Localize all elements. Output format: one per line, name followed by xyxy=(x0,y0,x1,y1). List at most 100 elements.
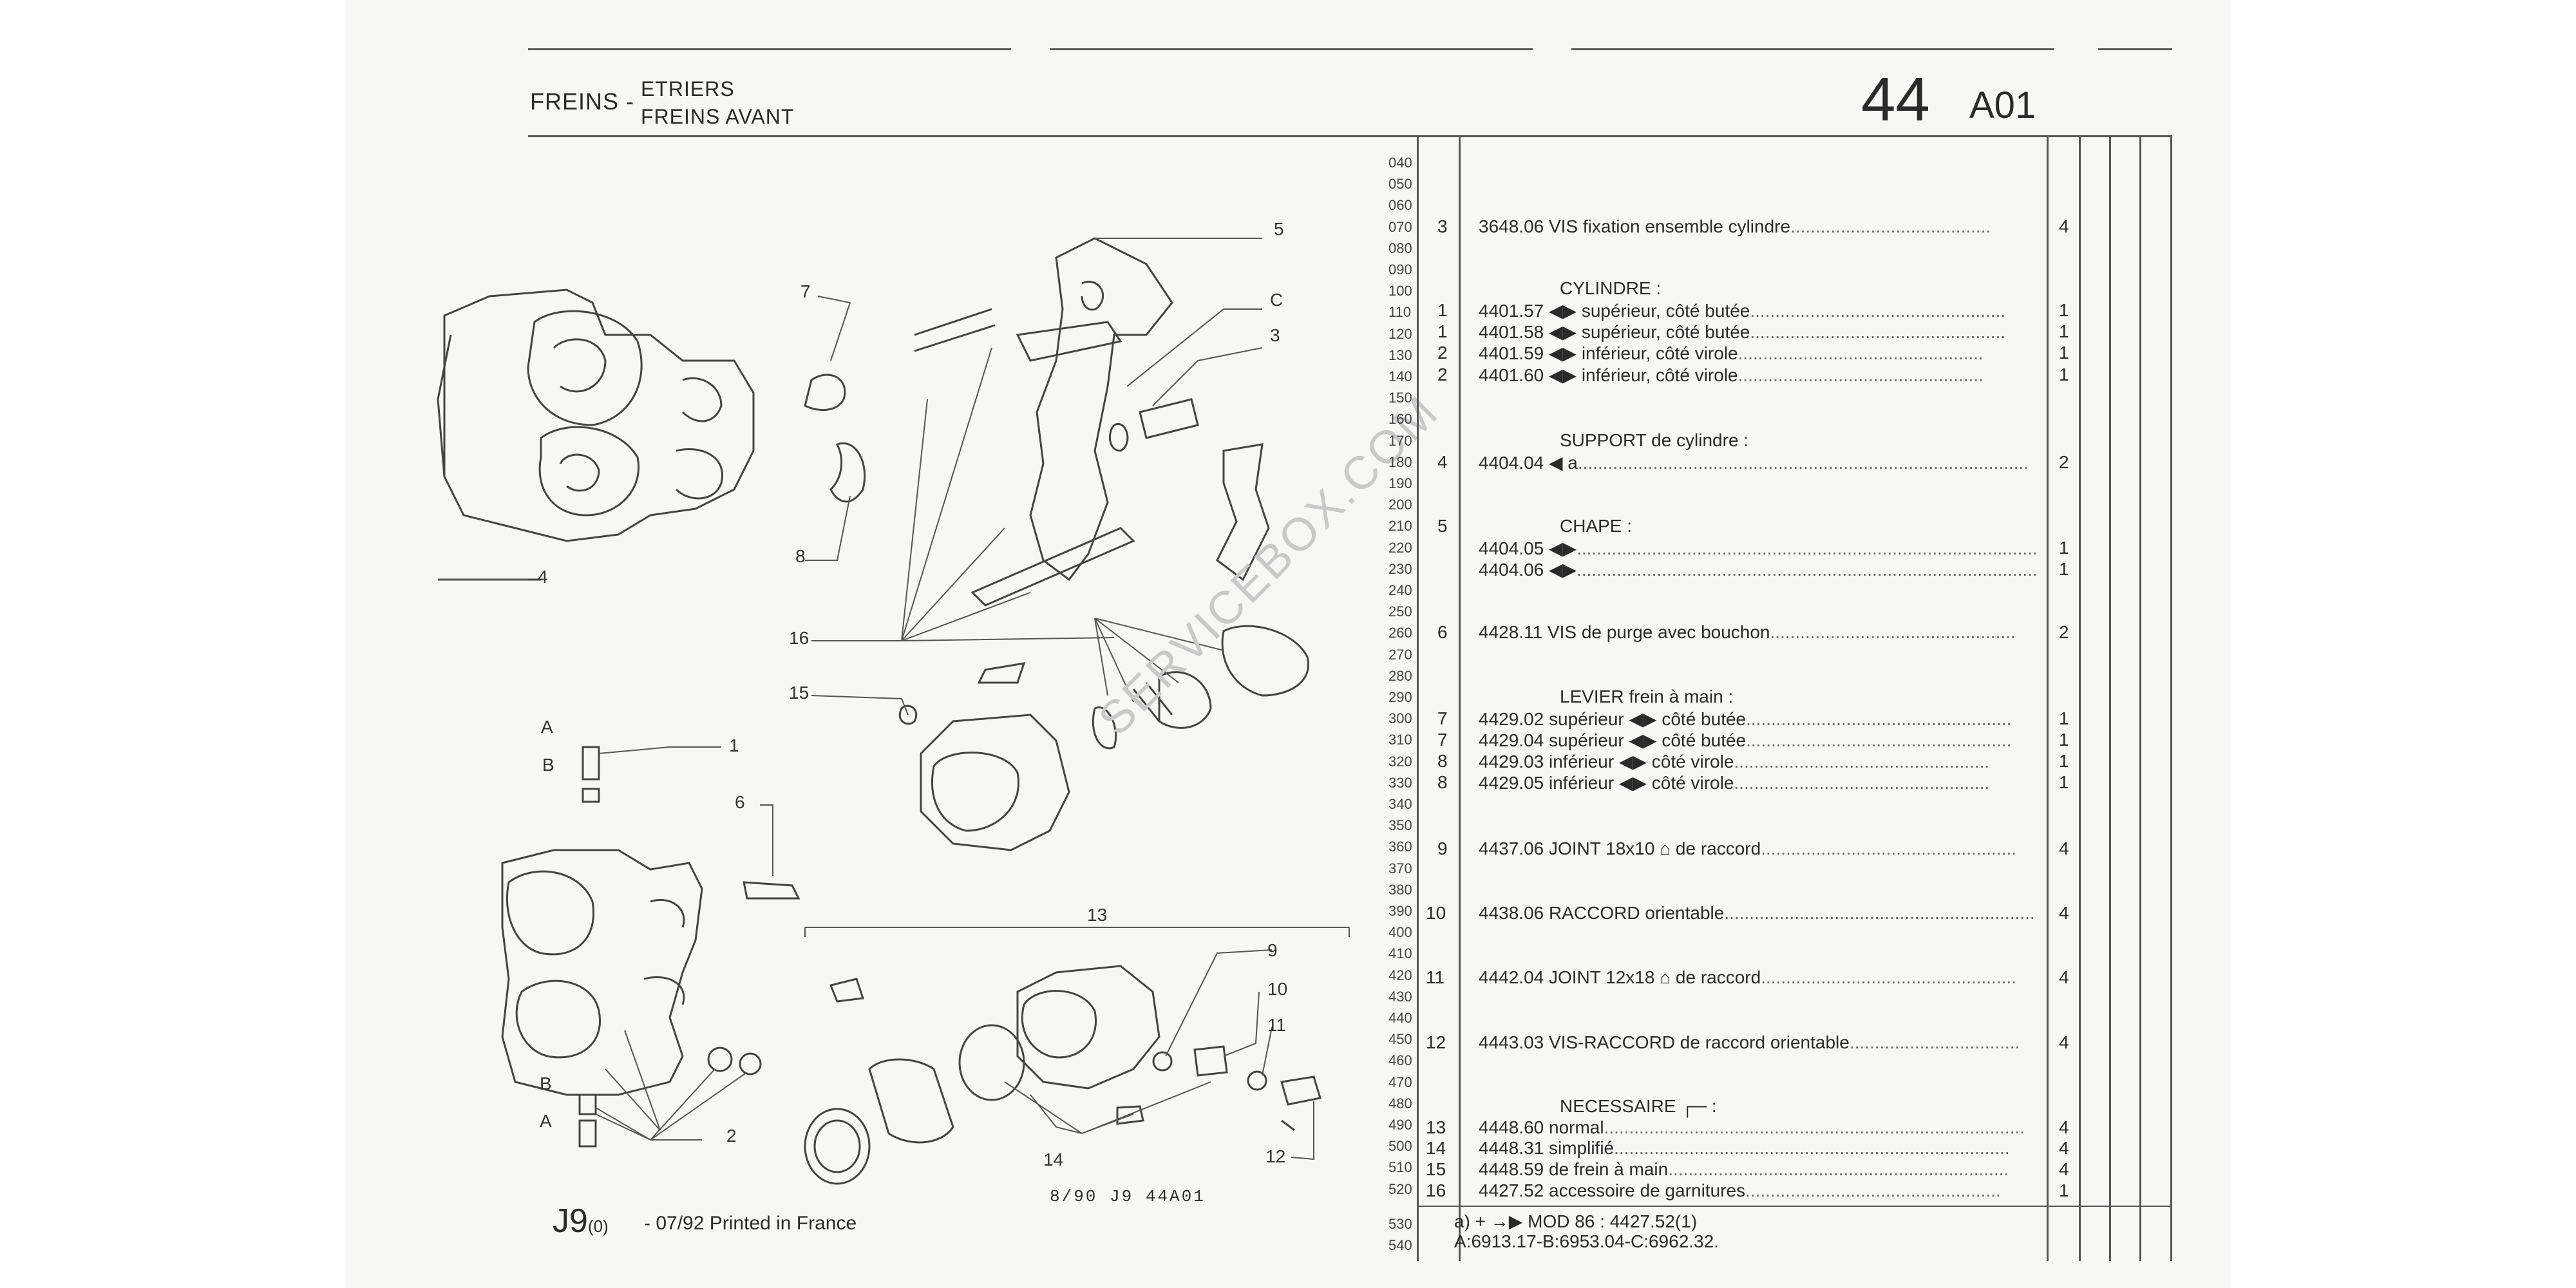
leader-dots: ........................................… xyxy=(1745,1180,2001,1200)
part-3-screw xyxy=(1139,398,1199,439)
header-rule-1 xyxy=(528,48,1011,50)
part-group-heading: CYLINDRE : xyxy=(1560,278,1662,298)
subsection-title-1: ETRIERS xyxy=(641,77,735,100)
line-number: 100 xyxy=(1388,283,1412,299)
part-quantity: 4 xyxy=(2059,1117,2069,1137)
line-number: 080 xyxy=(1388,240,1412,256)
callout-3: 3 xyxy=(1270,325,1280,345)
leader-dots: ........................................… xyxy=(1668,1159,2009,1179)
line-number: 470 xyxy=(1388,1074,1412,1090)
leader-dots: ........................................… xyxy=(1604,1117,2025,1137)
line-number: 060 xyxy=(1388,197,1412,214)
line-number: 240 xyxy=(1388,582,1412,598)
catalog-page xyxy=(345,0,2231,1288)
part-quantity: 1 xyxy=(2059,1180,2069,1200)
line-number: 300 xyxy=(1388,710,1412,727)
part-group-heading: LEVIER frein à main : xyxy=(1560,687,1734,706)
callout-B-lower: B xyxy=(540,1074,552,1094)
part-quantity: 1 xyxy=(2059,730,2069,750)
part-position: 10 xyxy=(1426,903,1446,923)
part-position: 13 xyxy=(1426,1117,1446,1137)
line-number: 450 xyxy=(1388,1031,1412,1048)
callout-13: 13 xyxy=(1087,905,1108,925)
part-position: 3 xyxy=(1437,216,1448,236)
header-underline xyxy=(528,135,2172,137)
leader-dots: ........................................… xyxy=(1761,967,2016,987)
note-line-1: a) + →▶ MOD 86 : 4427.52(1) xyxy=(1454,1211,1698,1231)
table-divider-6 xyxy=(2139,137,2141,1261)
line-number: 040 xyxy=(1388,155,1412,171)
line-number: 430 xyxy=(1388,988,1412,1005)
part-position: 12 xyxy=(1426,1032,1446,1052)
part-quantity: 4 xyxy=(2059,903,2069,923)
leader-dots: ........................................… xyxy=(1724,903,2035,923)
part-position: 2 xyxy=(1437,365,1448,384)
part-row: 4429.05 inférieur ◀▶ côté virole........… xyxy=(1479,773,1990,793)
part-6-bleed-screw xyxy=(743,881,800,900)
line-number: 270 xyxy=(1388,646,1412,663)
part-group-heading: SUPPORT de cylindre : xyxy=(1560,430,1749,450)
leader-dots: ........................................… xyxy=(1770,622,2016,642)
callout-1: 1 xyxy=(729,735,739,755)
part-quantity: 1 xyxy=(2059,321,2069,341)
leader-dots: ........................................… xyxy=(1738,365,1984,385)
part-quantity: 4 xyxy=(2059,967,2069,987)
part-group-heading: CHAPE : xyxy=(1560,516,1633,536)
line-number: 490 xyxy=(1388,1117,1412,1133)
chape-bracket xyxy=(1029,237,1173,582)
part-quantity: 1 xyxy=(2059,708,2069,728)
part-row: 4448.59 de frein à main.................… xyxy=(1479,1159,2009,1179)
page-code: A01 xyxy=(1969,84,2036,126)
leader-dots: ........................................… xyxy=(1577,560,2038,580)
part-row: 3648.06 VIS fixation ensemble cylindre..… xyxy=(1479,216,1991,236)
callout-15: 15 xyxy=(789,683,810,703)
line-number: 230 xyxy=(1388,560,1412,577)
line-number: 380 xyxy=(1388,881,1412,898)
part-quantity: 2 xyxy=(2059,622,2069,642)
callout-10: 10 xyxy=(1267,979,1288,999)
part-row: 4437.06 JOINT 18x10 ⌂ de raccord........… xyxy=(1479,838,2016,858)
part-row: 4429.04 supérieur ◀▶ côté butée.........… xyxy=(1479,730,2012,750)
leader-dots: ........................................… xyxy=(1750,301,2006,321)
part-row: 4442.04 JOINT 12x18 ⌂ de raccord........… xyxy=(1479,967,2016,987)
line-number: 160 xyxy=(1388,411,1412,428)
line-number: 350 xyxy=(1388,817,1412,834)
line-number: 400 xyxy=(1388,924,1412,941)
part-quantity: 1 xyxy=(2059,343,2069,363)
part-row: 4443.03 VIS-RACCORD de raccord orientabl… xyxy=(1479,1032,2020,1052)
leader-dots: ........................................… xyxy=(1734,773,1990,793)
part-row: 4427.52 accessoire de garnitures........… xyxy=(1479,1180,2001,1200)
callout-2: 2 xyxy=(726,1126,737,1146)
callout-9: 9 xyxy=(1267,940,1278,960)
table-divider-1 xyxy=(1417,137,1419,1261)
callout-A-lower: A xyxy=(540,1111,552,1131)
line-number: 390 xyxy=(1388,903,1412,919)
leader-dots: ........................................… xyxy=(1738,343,1984,363)
part-group-heading: NECESSAIRE ┌─ : xyxy=(1560,1096,1717,1116)
line-number: 200 xyxy=(1388,497,1412,513)
part-quantity: 4 xyxy=(2059,1138,2069,1158)
callout-4: 4 xyxy=(538,567,548,587)
edition-model: J9(0) xyxy=(553,1202,609,1240)
callout-8: 8 xyxy=(795,546,806,566)
part-position: 11 xyxy=(1426,967,1445,987)
caliper-upper-left xyxy=(443,289,755,542)
table-notes-rule xyxy=(1417,1206,2172,1207)
part-row: 4429.03 inférieur ◀▶ côté virole........… xyxy=(1479,752,1990,772)
cylinder-lower xyxy=(1016,965,1160,1090)
section-title: FREINS - xyxy=(530,88,635,115)
part-position: 7 xyxy=(1437,730,1448,750)
part-row: 4404.06 ◀▶..............................… xyxy=(1479,560,2038,580)
callout-A-upper: A xyxy=(541,717,553,737)
part-position: 4 xyxy=(1437,452,1448,472)
part-row: 4401.60 ◀▶ inférieur, côté virole.......… xyxy=(1479,365,1984,385)
leader-dots: ........................................… xyxy=(1614,1138,2010,1158)
spring-clip xyxy=(1216,443,1270,582)
part-position: 1 xyxy=(1437,321,1448,341)
part-row: 4401.59 ◀▶ inférieur, côté virole.......… xyxy=(1479,343,1984,363)
part-position: 16 xyxy=(1426,1180,1446,1200)
table-divider-7 xyxy=(2170,137,2172,1261)
part-position: 8 xyxy=(1437,751,1448,771)
line-number: 540 xyxy=(1388,1237,1412,1253)
